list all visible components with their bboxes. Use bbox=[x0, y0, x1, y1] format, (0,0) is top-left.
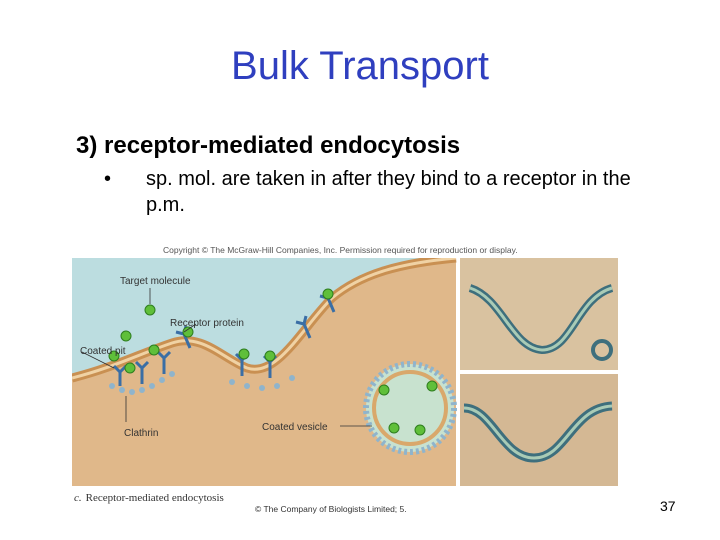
label-clathrin: Clathrin bbox=[124, 428, 158, 439]
slide-title: Bulk Transport bbox=[0, 44, 720, 89]
label-coated-pit: Coated pit bbox=[80, 346, 126, 357]
page-number: 37 bbox=[660, 498, 676, 514]
coated-vesicle bbox=[366, 364, 454, 452]
section-heading: 3) receptor-mediated endocytosis bbox=[76, 132, 460, 160]
label-receptor-protein: Receptor protein bbox=[170, 318, 244, 329]
figure-credit: © The Company of Biologists Limited; 5. bbox=[255, 504, 407, 514]
figure-copyright: Copyright © The McGraw-Hill Companies, I… bbox=[163, 245, 518, 255]
endocytosis-figure: Target molecule Receptor protein Coated … bbox=[72, 258, 618, 486]
bullet-marker: • bbox=[104, 168, 111, 191]
label-target-molecule: Target molecule bbox=[120, 276, 191, 287]
bullet-text: sp. mol. are taken in after they bind to… bbox=[146, 166, 666, 218]
caption-letter: c. bbox=[74, 492, 82, 504]
caption-text: Receptor-mediated endocytosis bbox=[86, 492, 224, 504]
figure-caption: c. Receptor-mediated endocytosis bbox=[74, 492, 224, 504]
micrograph-top bbox=[460, 258, 618, 370]
endocytosis-illustration: Target molecule Receptor protein Coated … bbox=[72, 258, 618, 486]
label-coated-vesicle: Coated vesicle bbox=[262, 422, 328, 433]
micrograph-bottom bbox=[460, 374, 618, 486]
